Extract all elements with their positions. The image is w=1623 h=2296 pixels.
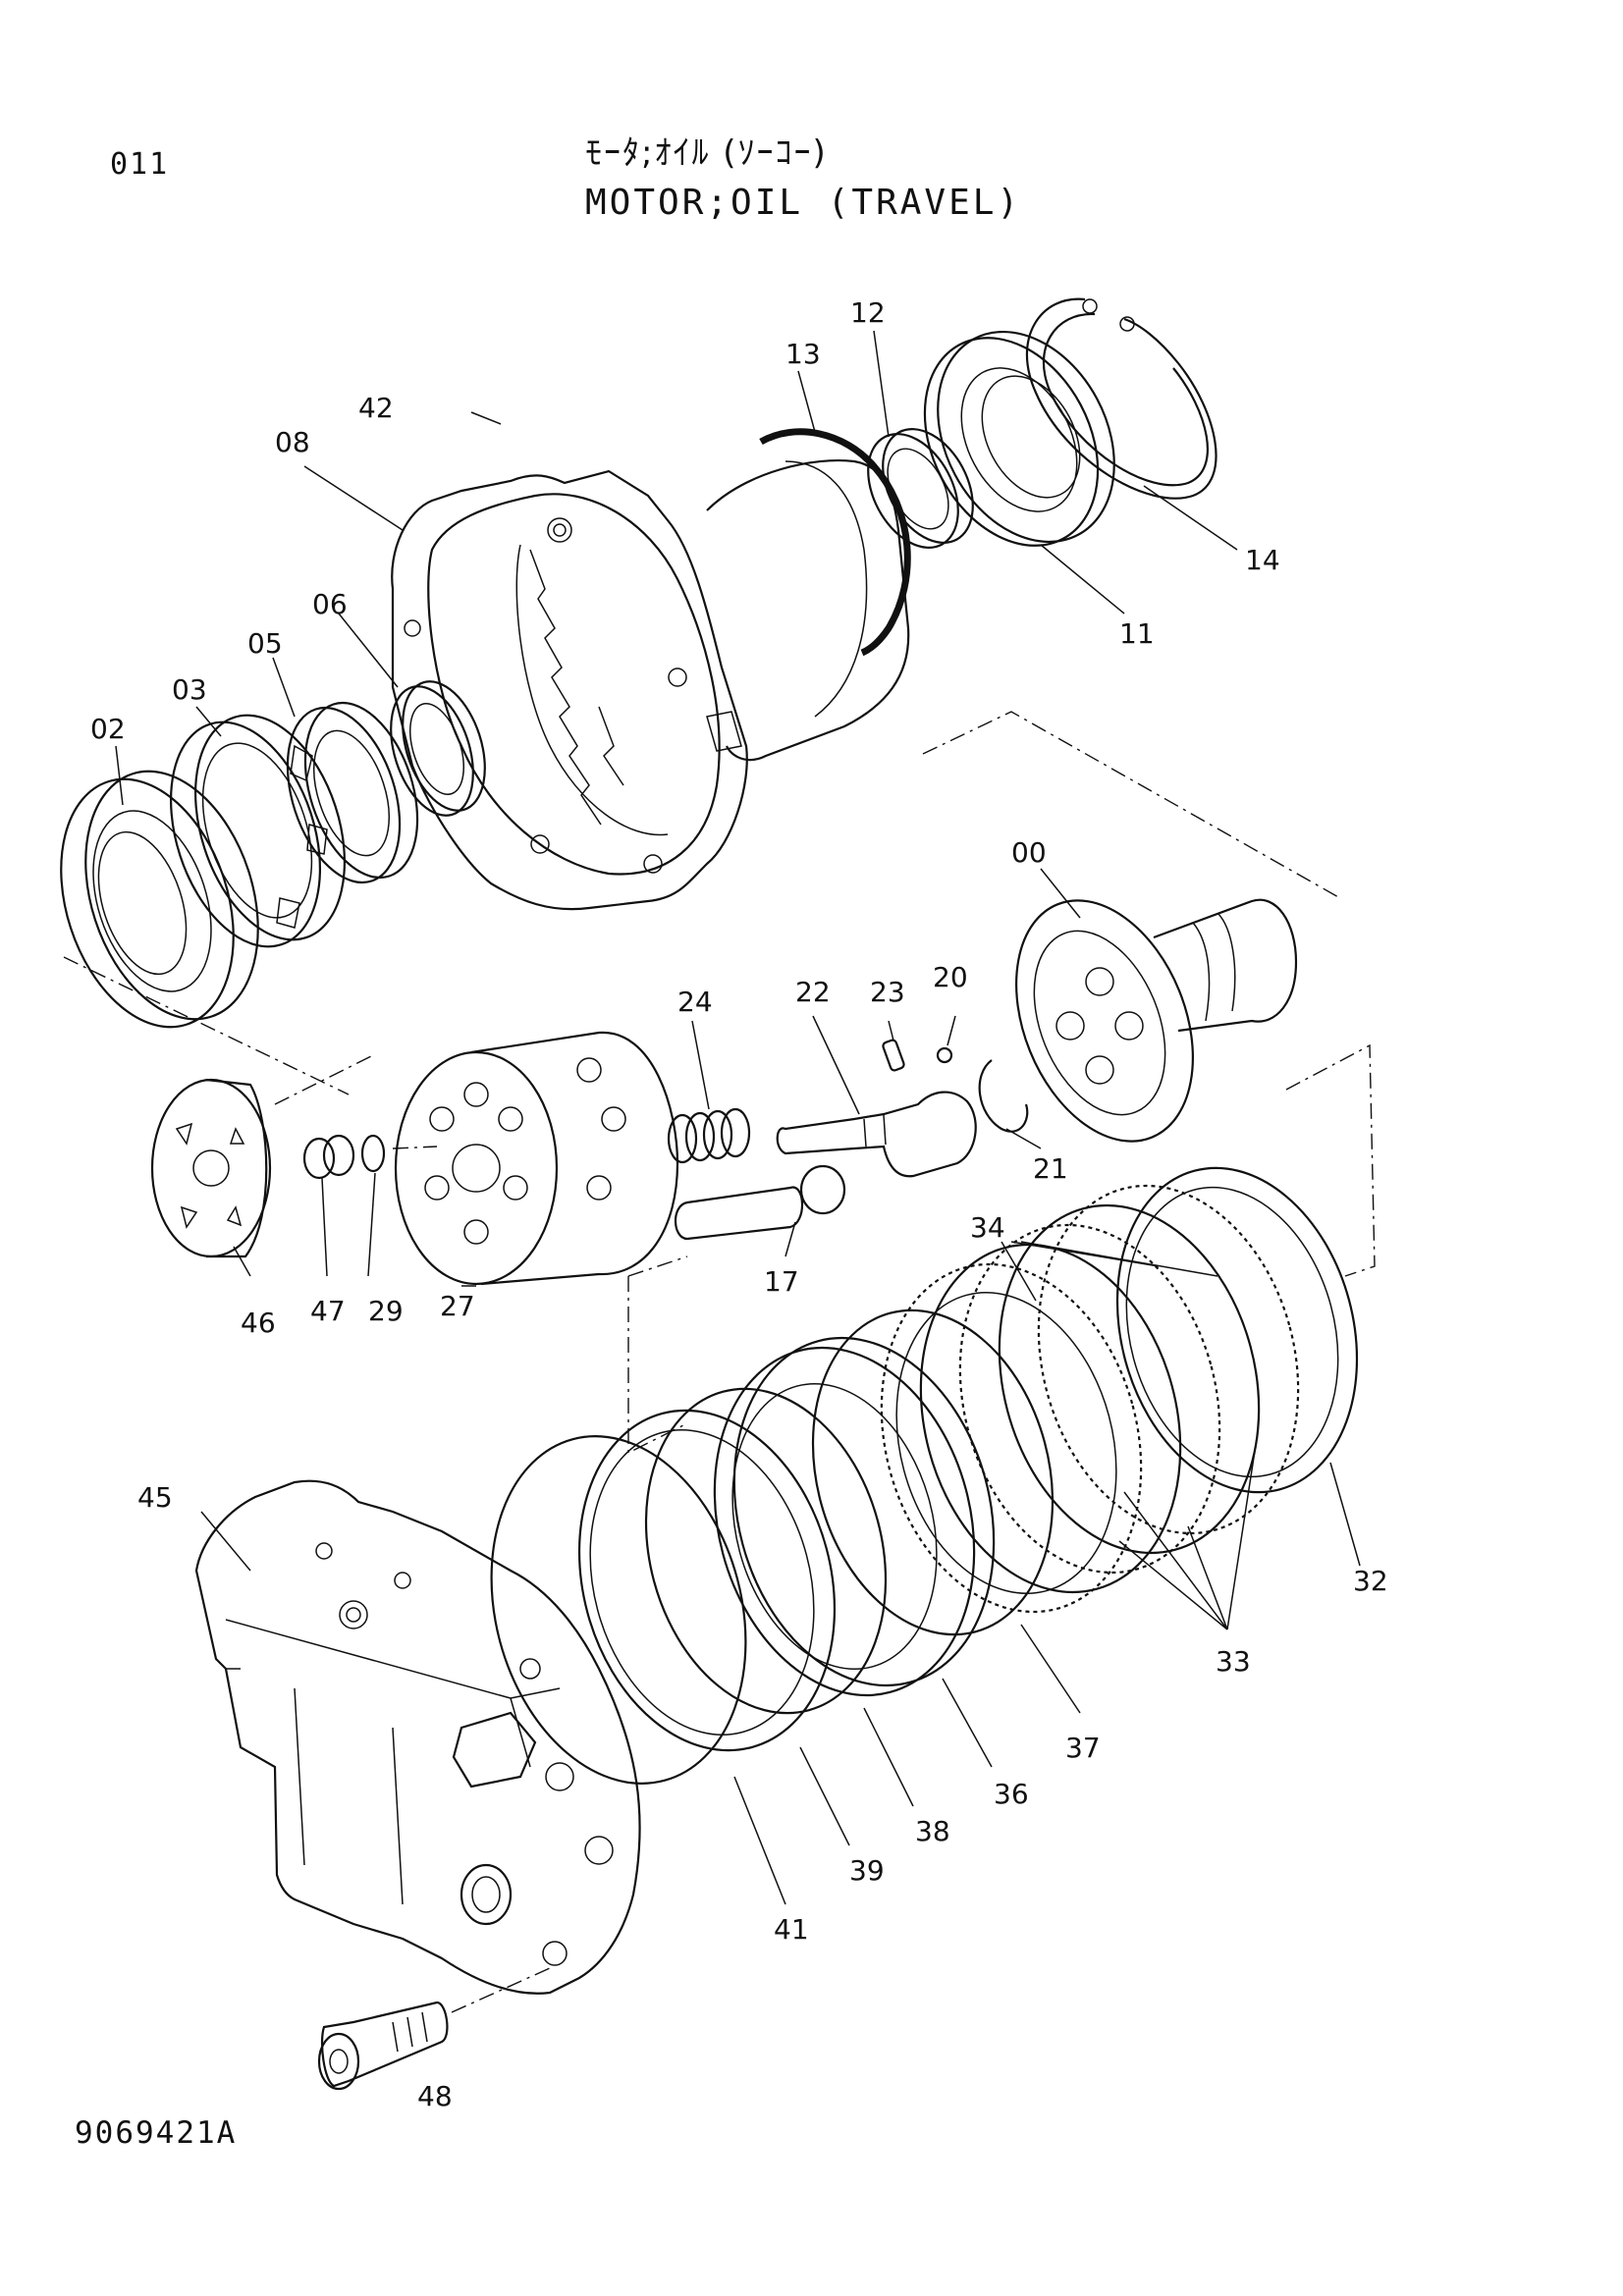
- callout-24: 24: [677, 986, 713, 1018]
- part-41-o-ring: [490, 1435, 747, 1785]
- callout-20: 20: [933, 961, 968, 993]
- axis-line-top-2: [274, 1054, 374, 1105]
- page-number: 011: [110, 147, 170, 182]
- callout-13: 13: [785, 338, 821, 370]
- title-japanese: ﾓｰﾀ;ｵｲﾙ (ｿｰｺｰ): [585, 133, 828, 173]
- callout-11: 11: [1119, 617, 1155, 650]
- callout-06: 06: [312, 588, 348, 620]
- part-00-carrier: [1015, 898, 1298, 1143]
- axis-line-right: [922, 711, 1341, 899]
- callout-42: 42: [358, 392, 394, 424]
- callout-41: 41: [774, 1913, 809, 1946]
- callout-48: 48: [417, 2080, 453, 2112]
- axis-line-mid: [392, 1146, 438, 1149]
- callout-46: 46: [241, 1307, 276, 1339]
- part-45-valve-cover: [194, 1479, 641, 1995]
- axis-line-top: [63, 956, 350, 1095]
- part-22-shaft: [776, 1091, 977, 1178]
- axis-line-lower-left: [627, 1255, 688, 1455]
- part-05-bearing: [286, 701, 419, 884]
- part-17-piston: [674, 1164, 846, 1241]
- part-37-ring: [811, 1308, 1055, 1636]
- part-36-brake-piston: [713, 1336, 996, 1697]
- part-21-snap-ring: [978, 1059, 1029, 1133]
- part-13-o-ring: [759, 428, 911, 657]
- callout-34: 34: [970, 1211, 1005, 1244]
- axis-line-lower-right: [1285, 1043, 1376, 1277]
- callout-08: 08: [275, 426, 310, 458]
- callout-17: 17: [764, 1265, 799, 1298]
- callout-36: 36: [994, 1778, 1029, 1810]
- callout-33: 33: [1216, 1645, 1251, 1678]
- part-02-bearing: [60, 770, 259, 1029]
- part-08-housing: [391, 459, 910, 911]
- part-47-bush: [302, 1134, 355, 1180]
- callout-38: 38: [915, 1815, 950, 1847]
- part-39-ring: [577, 1409, 837, 1752]
- part-20-ball: [936, 1046, 953, 1064]
- callout-39: 39: [849, 1854, 885, 1887]
- leader-lines: [115, 330, 1361, 1905]
- callout-labels: 42 08 06 05 03 02 13 12 14 11 00 20 23 2…: [90, 296, 1388, 2112]
- part-06-nut: [390, 680, 486, 817]
- title-english: MOTOR;OIL (TRAVEL): [585, 183, 1022, 223]
- callout-27: 27: [440, 1290, 475, 1322]
- part-38-ring: [644, 1387, 888, 1715]
- callout-05: 05: [247, 627, 283, 660]
- part-14-retaining-ring: [1025, 297, 1217, 500]
- part-24-spring: [667, 1107, 751, 1164]
- callout-14: 14: [1245, 544, 1280, 576]
- part-48-bolt: [317, 2001, 449, 2091]
- parts-33-34-brake-plates: [880, 1184, 1300, 1614]
- callout-29: 29: [368, 1295, 404, 1327]
- callout-45: 45: [137, 1481, 173, 1514]
- part-27-cylinder-block: [394, 1031, 679, 1286]
- callout-37: 37: [1065, 1732, 1101, 1764]
- part-46-valve-plate: [150, 1078, 272, 1258]
- part-32-brake-piston: [1115, 1166, 1359, 1494]
- callout-22: 22: [795, 976, 831, 1008]
- callout-02: 02: [90, 713, 126, 745]
- part-11-seal-ring: [923, 330, 1115, 547]
- part-12-bearing: [867, 428, 974, 549]
- part-29-ring: [360, 1134, 386, 1173]
- callout-00: 00: [1011, 836, 1047, 869]
- callout-23: 23: [870, 976, 905, 1008]
- part-23-pin: [882, 1039, 905, 1072]
- callout-21: 21: [1033, 1152, 1068, 1185]
- callout-12: 12: [850, 296, 886, 329]
- callout-03: 03: [172, 673, 207, 706]
- callout-47: 47: [310, 1295, 346, 1327]
- bolt-axis-line: [451, 1967, 551, 2013]
- callout-32: 32: [1353, 1565, 1388, 1597]
- drawing-number: 9069421A: [75, 2115, 238, 2151]
